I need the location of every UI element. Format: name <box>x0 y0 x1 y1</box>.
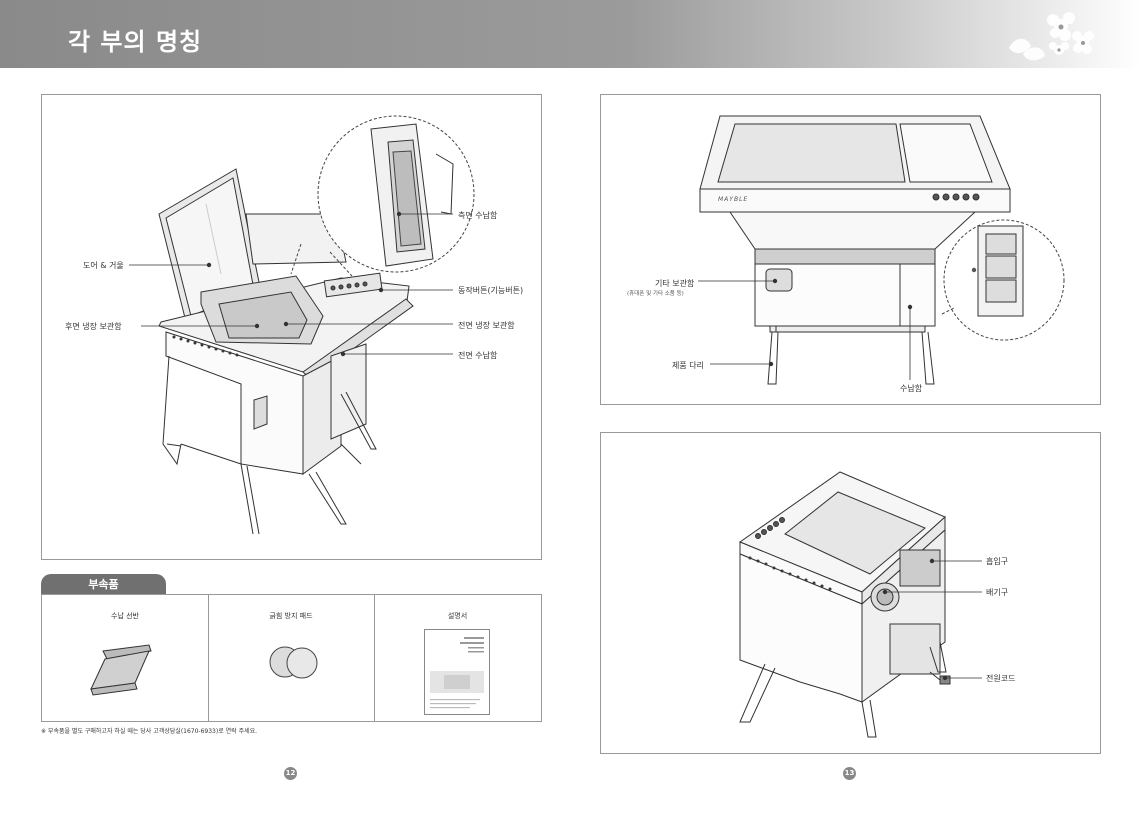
callout-power-cord: 전원코드 <box>986 674 1016 683</box>
accessory-label: 설명서 <box>447 612 468 620</box>
callout-side-storage: 측면 수납함 <box>458 211 498 220</box>
page-number-right: 13 <box>843 767 856 780</box>
brand-label: MAYBLE <box>718 196 749 203</box>
accessories-note: ※ 부속품을 별도 구매하고자 하실 때는 당사 고객상담실(1670-6933… <box>41 728 258 735</box>
callout-legs: 제품 다리 <box>672 361 704 370</box>
product-closed-illustration <box>698 115 1065 385</box>
page-header: 각 부의 명칭 <box>0 0 1141 68</box>
pad-icon <box>269 646 318 679</box>
accessories-table: 수납 선반 긁힘 방지 패드 설명서 <box>41 594 542 722</box>
callout-door-mirror: 도어 & 거울 <box>83 261 124 270</box>
callout-exhaust: 배기구 <box>986 588 1009 597</box>
callout-storage: 수납함 <box>900 384 923 393</box>
accessory-label: 수납 선반 <box>111 612 139 620</box>
accessories-title: 부속품 <box>41 574 166 594</box>
accessory-label: 긁힘 방지 패드 <box>269 612 313 620</box>
product-rear-illustration <box>738 471 982 738</box>
shelf-icon <box>90 644 152 696</box>
manual-icon <box>424 629 490 715</box>
callout-rear-fridge: 후면 냉장 보관함 <box>65 322 122 331</box>
product-open-illustration <box>129 115 475 535</box>
callout-other-storage: 기타 보관함 <box>655 279 695 288</box>
callout-other-storage-sub: (휴대폰 및 기타 소품 등) <box>627 291 684 297</box>
accessory-shelf: 수납 선반 <box>42 595 209 721</box>
page-number-left: 12 <box>284 767 297 780</box>
callout-intake: 흡입구 <box>986 557 1009 566</box>
accessory-pad: 긁힘 방지 패드 <box>208 595 375 721</box>
callout-front-fridge: 전면 냉장 보관함 <box>458 321 515 330</box>
callout-front-storage: 전면 수납함 <box>458 351 498 360</box>
accessory-manual: 설명서 <box>374 595 541 721</box>
flower-decoration-icon <box>1009 12 1094 61</box>
page-title: 각 부의 명칭 <box>68 28 203 56</box>
callout-buttons: 동작버튼(기능버튼) <box>458 286 524 295</box>
